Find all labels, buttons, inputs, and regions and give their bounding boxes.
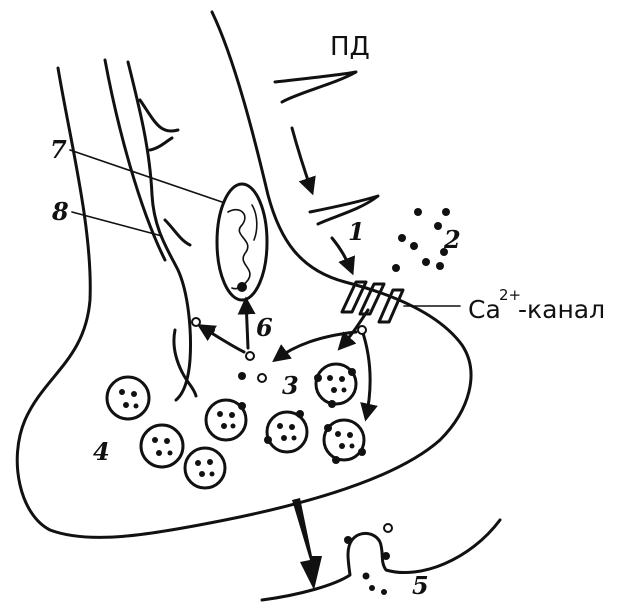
vesicle xyxy=(264,410,307,452)
synaptic-vesicles xyxy=(107,364,366,488)
vesicle xyxy=(107,377,149,419)
label-3: 3 xyxy=(282,371,299,400)
calcium-ions xyxy=(392,208,450,272)
label-4: 4 xyxy=(93,437,110,466)
vesicle xyxy=(185,448,225,488)
label-8: 8 xyxy=(51,197,69,226)
label-pd: ПД xyxy=(330,32,370,62)
presynaptic-membrane xyxy=(17,12,471,537)
label-1: 1 xyxy=(348,217,365,246)
vesicle xyxy=(324,420,366,464)
label-6: 6 xyxy=(256,313,273,342)
vesicle xyxy=(141,425,183,467)
ca-black-dots xyxy=(209,282,247,380)
vesicle xyxy=(314,364,356,408)
release-arrow xyxy=(292,498,322,590)
leader-7 xyxy=(70,150,222,202)
vesicle xyxy=(206,400,246,440)
label-ca-base: Ca xyxy=(468,295,501,324)
label-7: 7 xyxy=(50,135,67,164)
label-5: 5 xyxy=(412,571,429,600)
er-tubule xyxy=(128,62,191,400)
postsynaptic-membrane xyxy=(262,520,500,600)
label-ca-suffix: -канал xyxy=(518,295,605,324)
action-potential xyxy=(275,72,378,224)
ca-markers xyxy=(192,318,366,382)
label-2: 2 xyxy=(443,225,461,254)
